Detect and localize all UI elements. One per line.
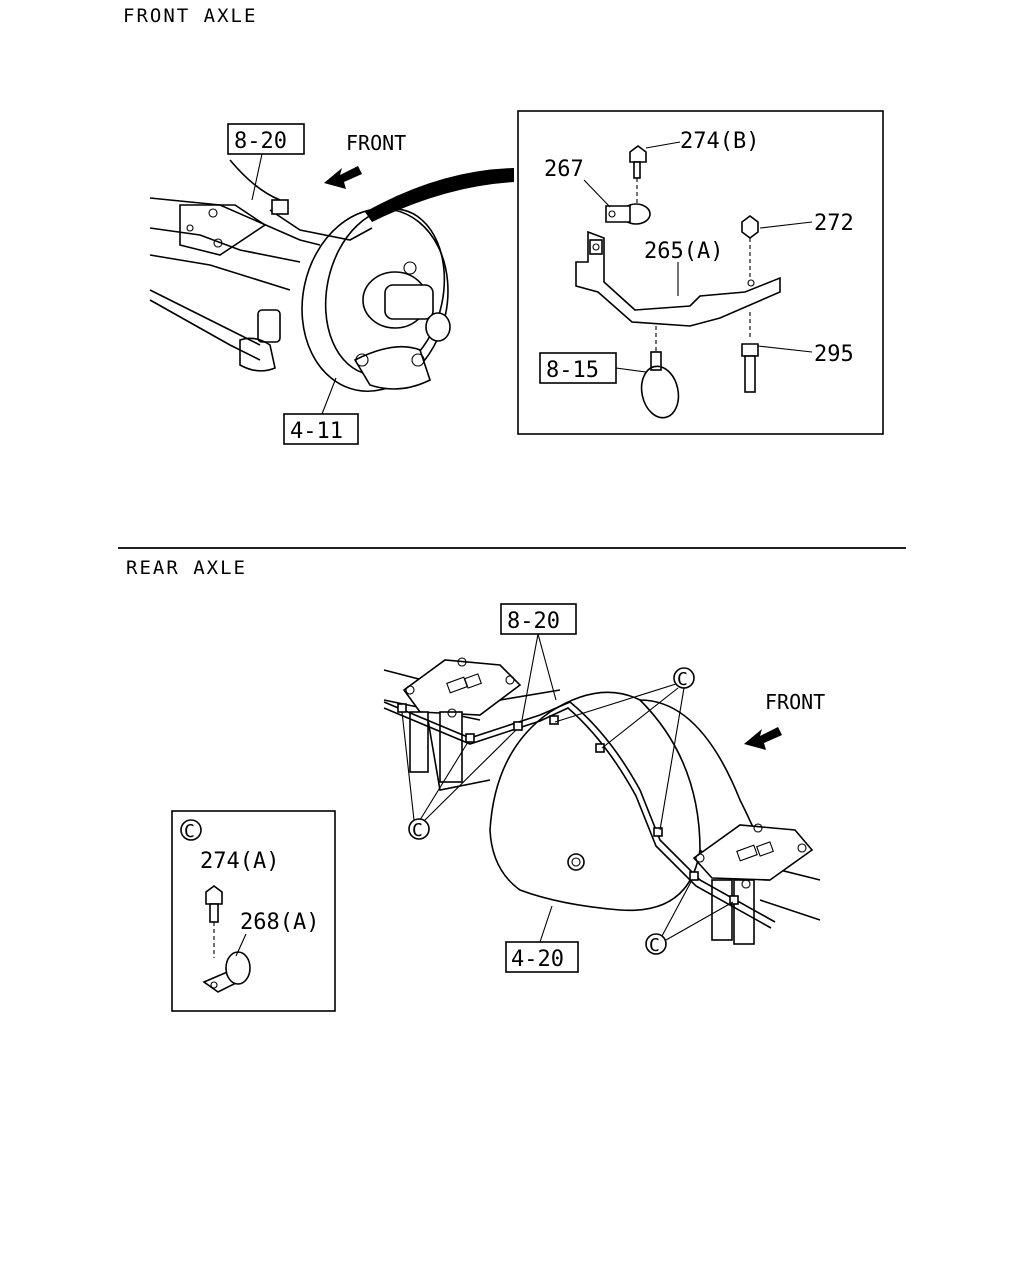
leader-line [759, 221, 813, 229]
bolt-274b [629, 145, 647, 205]
front-axle-beam [149, 159, 321, 372]
clip-267 [605, 203, 651, 225]
leader-line [615, 367, 647, 373]
front-ref-box-8-15[interactable]: 8-15 [539, 352, 617, 384]
hose-band [640, 326, 680, 419]
rear-direction-label: FRONT [765, 690, 825, 714]
svg-text:C: C [677, 669, 688, 690]
svg-text:C: C [649, 935, 660, 956]
svg-text:8-20: 8-20 [234, 129, 287, 154]
rear-ref-box-8-20[interactable]: 8-20 [500, 603, 577, 635]
svg-text:8-15: 8-15 [546, 358, 599, 383]
label-295: 295 [814, 342, 854, 367]
rear-axle-title: REAR AXLE [126, 557, 247, 579]
leader-line [554, 683, 685, 831]
svg-text:C: C [184, 821, 195, 842]
inset-bolt-274a [205, 885, 223, 958]
rear-clip-marker-bottom[interactable]: C [645, 933, 667, 956]
svg-text:4-20: 4-20 [511, 947, 564, 972]
svg-text:4-11: 4-11 [290, 419, 343, 444]
label-274b: 274(B) [680, 129, 759, 154]
label-267: 267 [544, 157, 584, 182]
front-direction-label: FRONT [346, 131, 406, 155]
pipe-clips [397, 703, 739, 905]
label-265a: 265(A) [644, 239, 723, 264]
rear-inset-frame [171, 810, 336, 1012]
leader-line [539, 905, 553, 943]
leader-line [757, 345, 813, 353]
inset-marker: C [180, 819, 202, 842]
leader-line [401, 711, 517, 822]
svg-text:8-20: 8-20 [507, 609, 560, 634]
bracket-265a [575, 230, 781, 327]
rear-brake-pipe [383, 701, 776, 923]
nut-272 [741, 215, 759, 278]
leader-line [235, 933, 247, 957]
front-direction-arrow-icon [324, 166, 362, 189]
rear-direction-arrow-icon [744, 727, 782, 750]
rear-clip-marker-top[interactable]: C [673, 667, 695, 690]
label-274a: 274(A) [200, 849, 279, 874]
rear-left-spring-seat [402, 657, 522, 791]
callout-connector [365, 168, 514, 222]
rear-ref-box-4-20[interactable]: 4-20 [505, 941, 579, 973]
leader-line [645, 141, 681, 149]
label-272: 272 [814, 211, 854, 236]
front-brake-assembly [269, 199, 451, 393]
rear-clip-marker-left[interactable]: C [408, 818, 430, 841]
label-268a: 268(A) [240, 910, 319, 935]
front-ref-box-4-11[interactable]: 4-11 [283, 413, 359, 445]
stud-295 [741, 312, 759, 393]
svg-text:C: C [412, 820, 423, 841]
leader-line [521, 633, 557, 721]
front-detail-frame [517, 110, 884, 435]
leader-line [251, 153, 263, 201]
leader-line [661, 879, 734, 941]
leader-line [583, 179, 611, 208]
front-axle-title: FRONT AXLE [123, 5, 257, 27]
front-ref-box-8-20[interactable]: 8-20 [227, 123, 305, 155]
leader-line [321, 377, 337, 415]
rear-right-spring-seat [692, 823, 814, 945]
inset-clip-268a [202, 951, 251, 993]
